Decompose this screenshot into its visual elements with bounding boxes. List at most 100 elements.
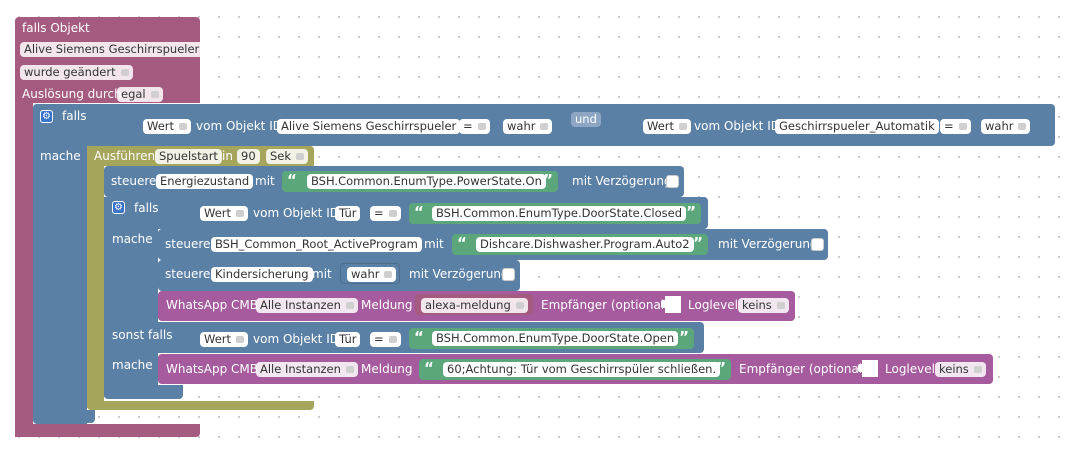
whatsapp2-recipient-label: Empfänger (optional) — [739, 362, 867, 376]
exec-label: Ausführen — [94, 149, 156, 163]
whatsapp2-string-block[interactable]: “ 60;Achtung: Tür vom Geschirrspüler sch… — [419, 359, 731, 380]
exec-timer-spine — [87, 146, 104, 408]
whatsapp1-loglevel-dropdown[interactable]: keins — [738, 298, 789, 313]
whatsapp2-instance-dropdown[interactable]: Alle Instanzen — [256, 362, 358, 377]
whatsapp2-message-label: Meldung — [361, 362, 413, 376]
exec-unit-dropdown[interactable]: Sek — [266, 149, 309, 164]
set-childlock-mit-label: mit — [312, 267, 332, 281]
whatsapp2-label: WhatsApp CMB — [166, 362, 259, 376]
trigger-cause-dropdown[interactable]: egal — [117, 87, 163, 102]
whatsapp2-loglevel-value: keins — [939, 362, 969, 376]
exec-amount-field[interactable]: 90 — [237, 149, 260, 164]
outer-cond1-object-field[interactable]: Alive Siemens Geschirrspueler — [277, 119, 461, 134]
inner-cond2-op-dropdown[interactable]: = — [370, 332, 401, 347]
inner-cond2-value: Wert — [204, 332, 232, 346]
outer-cond1-compare-dropdown[interactable]: wahr — [503, 119, 553, 134]
exec-unit-value: Sek — [270, 149, 292, 163]
open-quote-icon: “ — [424, 359, 434, 377]
outer-cond1-value-dropdown[interactable]: Wert — [143, 119, 192, 134]
outer-cond2-value: Wert — [647, 119, 675, 133]
set-program-value-field[interactable]: Dishcare.Dishwasher.Program.Auto2 — [476, 237, 694, 252]
close-quote-icon: ” — [679, 328, 689, 346]
close-quote-icon: ” — [543, 171, 553, 189]
inner-cond2-value-dropdown[interactable]: Wert — [200, 332, 249, 347]
open-quote-icon: “ — [287, 171, 297, 189]
exec-timer-bottom — [87, 401, 314, 410]
exec-name-field[interactable]: Spuelstart — [155, 149, 222, 164]
whatsapp2-message-field[interactable]: 60;Achtung: Tür vom Geschirrspüler schli… — [443, 362, 721, 377]
inner-cond1-op-dropdown[interactable]: = — [370, 206, 401, 221]
inner-cond1-op: = — [374, 206, 384, 220]
whatsapp1-instance-dropdown[interactable]: Alle Instanzen — [256, 298, 358, 313]
close-quote-icon: ” — [693, 234, 703, 252]
set-childlock-delay-label: mit Verzögerung — [409, 267, 509, 281]
set-energy-delay-label: mit Verzögerung — [572, 174, 672, 188]
inner-cond2-object-field[interactable]: Tür — [335, 332, 361, 347]
outer-if-falls-label: falls — [62, 109, 87, 123]
trigger-block[interactable] — [15, 17, 200, 103]
set-program-mit-label: mit — [424, 237, 444, 251]
whatsapp2-loglevel-dropdown[interactable]: keins — [935, 362, 986, 377]
set-program-string-block[interactable]: “ Dishcare.Dishwasher.Program.Auto2 ” — [452, 234, 708, 255]
whatsapp2-loglevel-label: Loglevel — [885, 362, 935, 376]
outer-cond1-op-dropdown[interactable]: = — [459, 119, 490, 134]
inner-cond2-compare-field[interactable]: BSH.Common.EnumType.DoorState.Open — [432, 331, 679, 346]
set-childlock-value-dropdown[interactable]: wahr — [347, 267, 397, 282]
inner-cond1-value-dropdown[interactable]: Wert — [200, 206, 249, 221]
inner-if-bottom — [104, 385, 183, 399]
inner-cond1-object-field[interactable]: Tür — [335, 206, 361, 221]
outer-cond1-compare: wahr — [507, 119, 536, 133]
inner-if-falls-label: falls — [134, 201, 159, 215]
trigger-object-field[interactable]: Alive Siemens Geschirrspueler — [20, 42, 204, 57]
whatsapp1-recipient-label: Empfänger (optional) — [541, 298, 669, 312]
close-quote-icon: ” — [686, 203, 696, 221]
outer-if-spine — [33, 104, 87, 424]
inner-cond1-string-block[interactable]: “ BSH.Common.EnumType.DoorState.Closed ” — [409, 203, 701, 224]
whatsapp1-recipient-socket[interactable] — [661, 296, 681, 313]
outer-cond2-value-dropdown[interactable]: Wert — [643, 119, 692, 134]
outer-cond2-compare: wahr — [985, 119, 1014, 133]
inner-cond2-op: = — [374, 332, 384, 346]
inner-if-mache-label: mache — [112, 232, 153, 246]
set-energy-mit-label: mit — [255, 174, 275, 188]
and-operator-dropdown[interactable]: und — [571, 112, 601, 127]
outer-if-gear-icon[interactable]: ⚙ — [40, 110, 53, 123]
set-childlock-delay-checkbox[interactable] — [502, 268, 515, 281]
outer-cond2-object-field[interactable]: Geschirrspueler_Automatik — [775, 119, 939, 134]
outer-cond2-compare-dropdown[interactable]: wahr — [981, 119, 1031, 134]
close-quote-icon: ” — [716, 359, 726, 377]
outer-cond1-from-label: vom Objekt ID — [196, 119, 282, 133]
outer-cond1-value: Wert — [147, 119, 175, 133]
inner-if-gear-icon[interactable]: ⚙ — [112, 201, 125, 214]
inner-if-sonst-falls-label: sonst falls — [112, 328, 173, 342]
whatsapp1-message-dropdown[interactable]: alexa-meldung — [421, 298, 528, 313]
set-energy-string-block[interactable]: “ BSH.Common.EnumType.PowerState.On ” — [282, 171, 558, 192]
outer-cond1-op: = — [463, 119, 473, 133]
inner-cond1-compare-field[interactable]: BSH.Common.EnumType.DoorState.Closed — [432, 206, 687, 221]
set-program-delay-label: mit Verzögerung — [718, 237, 818, 251]
set-program-delay-checkbox[interactable] — [811, 238, 824, 251]
set-energy-object-field[interactable]: Energiezustand — [156, 174, 254, 189]
trigger-block-spine — [15, 100, 33, 437]
set-energy-delay-checkbox[interactable] — [666, 175, 679, 188]
open-quote-icon: “ — [457, 234, 467, 252]
trigger-condition-dropdown[interactable]: wurde geändert — [20, 65, 133, 80]
trigger-cause-value: egal — [121, 87, 146, 101]
open-quote-icon: “ — [414, 328, 424, 346]
set-energy-value-field[interactable]: BSH.Common.EnumType.PowerState.On — [307, 174, 546, 189]
inner-if-mache2-label: mache — [112, 358, 153, 372]
outer-cond2-op-dropdown[interactable]: = — [940, 119, 971, 134]
open-quote-icon: “ — [414, 203, 424, 221]
inner-cond2-string-block[interactable]: “ BSH.Common.EnumType.DoorState.Open ” — [409, 328, 694, 349]
whatsapp1-message-label: Meldung — [361, 298, 413, 312]
set-childlock-object-field[interactable]: Kindersicherung — [211, 267, 313, 282]
trigger-condition-value: wurde geändert — [24, 65, 116, 79]
whatsapp2-recipient-socket[interactable] — [858, 360, 878, 377]
whatsapp2-instance: Alle Instanzen — [260, 362, 341, 376]
set-childlock-value: wahr — [351, 267, 380, 281]
outer-if-bottom — [33, 410, 95, 423]
whatsapp1-message: alexa-meldung — [425, 298, 511, 312]
trigger-block-bottom — [15, 424, 200, 437]
set-program-object-field[interactable]: BSH_Common_Root_ActiveProgram — [211, 237, 422, 252]
inner-cond1-from-label: vom Objekt ID — [253, 206, 339, 220]
